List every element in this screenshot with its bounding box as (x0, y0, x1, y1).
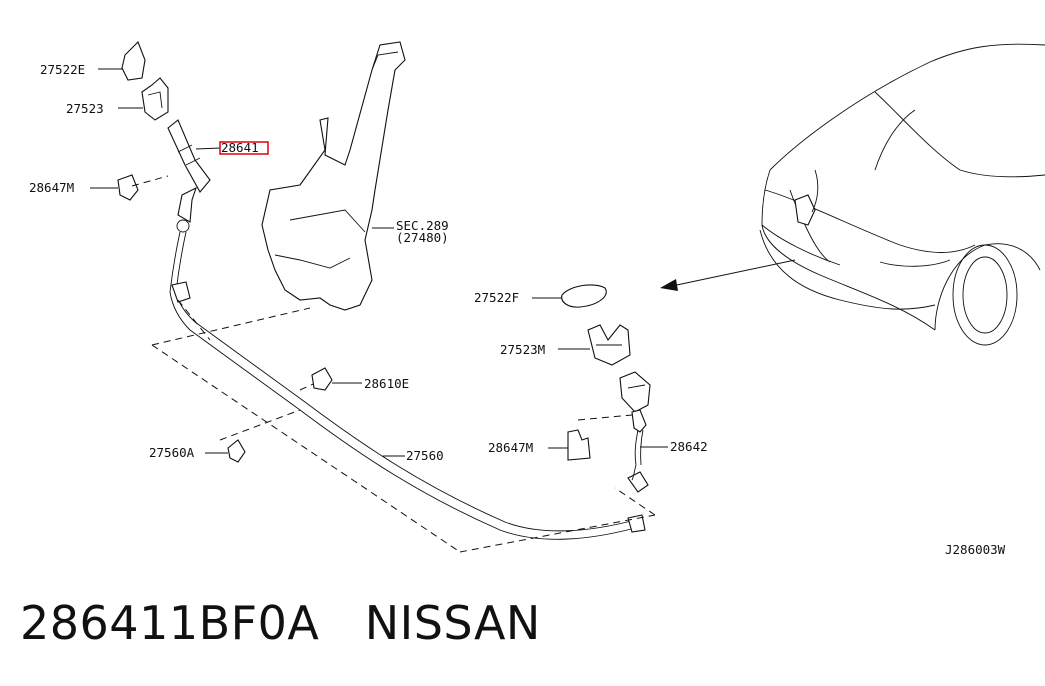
clip-28610e (311, 367, 362, 391)
clip-28647m-bottom (548, 414, 633, 461)
caption: 286411BF0A NISSAN (20, 596, 541, 650)
clip-27560a (205, 439, 246, 463)
label-sec-289: SEC.289 (396, 218, 449, 233)
nozzle-28642 (619, 371, 668, 493)
label-28641: 28641 (221, 140, 259, 155)
label-27560a: 27560A (149, 445, 195, 460)
caption-part-number: 286411BF0A (20, 596, 320, 650)
washer-tank (261, 41, 406, 311)
label-27523m: 27523M (500, 342, 545, 357)
label-sec-289-sub: (27480) (396, 230, 449, 245)
cap-27522f (532, 284, 607, 308)
clip-28647m-top (90, 174, 169, 201)
nozzle-28641 (167, 119, 221, 223)
label-28647m-top: 28647M (29, 180, 74, 195)
car-front-outline (759, 43, 1045, 346)
bracket-27523m (558, 324, 631, 366)
parts-diagram: SEC.289 (27480) 27522E 27523 28641 28647… (29, 41, 1045, 557)
label-27523: 27523 (66, 101, 104, 116)
label-28642: 28642 (670, 439, 708, 454)
bracket-27523 (118, 77, 169, 121)
label-27560: 27560 (406, 448, 444, 463)
drawing-id: J286003W (945, 542, 1006, 557)
label-28647m-bottom: 28647M (488, 440, 533, 455)
label-27522e: 27522E (40, 62, 85, 77)
label-27522f: 27522F (474, 290, 519, 305)
hose-27560 (169, 219, 646, 540)
cap-27522e (98, 41, 146, 81)
highlight-box-28641 (219, 141, 269, 155)
label-28610e: 28610E (364, 376, 409, 391)
reference-arrow (660, 259, 796, 291)
caption-brand: NISSAN (364, 596, 541, 650)
dashed-layout-guide (151, 299, 656, 553)
